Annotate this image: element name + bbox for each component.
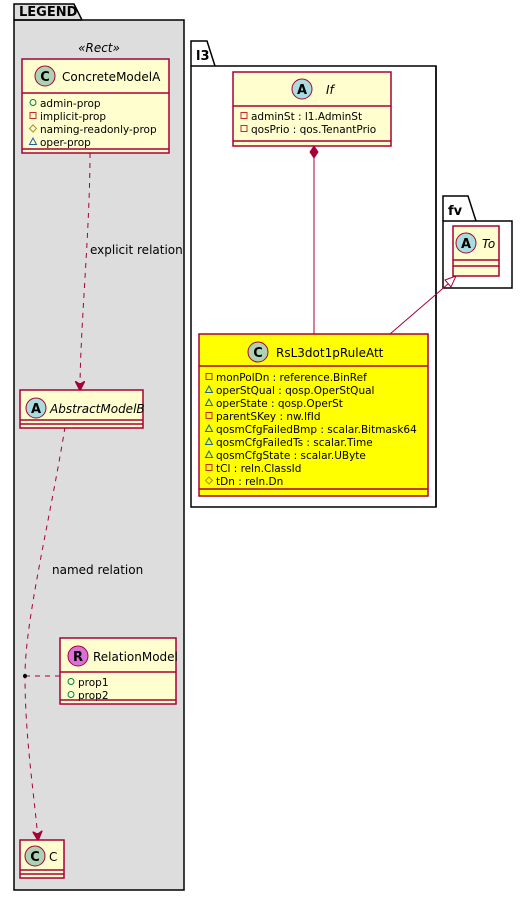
attribute-row: operState : qosp.OperSt [204,397,343,410]
protected-visibility-icon [28,124,38,133]
class-to[interactable]: A To [452,225,500,277]
class-c[interactable]: C C [19,839,65,879]
attribute-text: implicit-prop [40,111,106,123]
attribute-row: oper-prop [28,136,91,149]
private-visibility-icon [205,373,213,380]
explicit-relation-line [80,152,91,390]
named-relation-line [24,426,66,840]
private-visibility-icon [205,412,213,419]
attribute-text: qosmCfgFailedBmp : scalar.Bitmask64 [216,424,417,436]
attribute-text: naming-readonly-prop [40,124,157,136]
attribute-row: naming-readonly-prop [28,124,157,136]
attribute-text: qosmCfgState : scalar.UByte [216,450,366,462]
attribute-row: prop1 [67,677,109,689]
package-legend-name: LEGEND [19,5,78,20]
attribute-text: operState : qosp.OperSt [216,398,343,410]
package-visibility-icon [28,136,38,145]
class-badge-c-icon [24,845,46,867]
attribute-text: admin-prop [40,98,101,110]
private-visibility-icon [29,112,37,119]
attribute-text: oper-prop [40,137,91,149]
package-legend: LEGEND «Rect» [13,3,185,891]
badge-letter: A [31,402,41,417]
package-visibility-icon [204,449,214,458]
attribute-row: tDn : reln.Dn [204,476,283,488]
package-visibility-icon [204,436,214,445]
association-point [23,674,27,678]
class-badge-c-icon [247,341,269,363]
class-badge-r-icon [67,645,89,667]
badge-letter: A [461,237,471,252]
badge-letter: A [297,83,307,98]
class-name: C [49,850,57,864]
private-visibility-icon [205,464,213,471]
class-badge-a-icon [291,78,313,100]
public-visibility-icon [29,99,37,106]
attribute-row: qosmCfgFailedTs : scalar.Time [204,436,373,449]
package-visibility-icon [204,384,214,393]
class-name: ConcreteModelA [62,70,161,84]
class-name: AbstractModelB [49,402,145,416]
class-name: RelationModel [93,650,178,664]
attribute-text: tDn : reln.Dn [216,476,283,488]
composition-diamond-icon [309,145,319,159]
attribute-row: monPolDn : reference.BinRef [205,372,367,384]
attribute-row: parentSKey : nw.IfId [205,411,321,423]
attribute-text: parentSKey : nw.IfId [216,411,321,423]
attribute-row: prop2 [67,690,109,702]
class-attributes: admin-propimplicit-propnaming-readonly-p… [28,98,157,149]
package-visibility-icon [204,423,214,432]
public-visibility-icon [67,678,75,685]
package-legend-stereotype: «Rect» [78,41,120,55]
attribute-row: tCl : reln.ClassId [205,463,301,475]
badge-letter: C [253,346,263,361]
class-rsl3dot1pruleatt[interactable]: C RsL3dot1pRuleAtt monPolDn : reference.… [198,333,429,497]
explicit-relation-label: explicit relation [90,243,183,257]
attribute-text: qosmCfgFailedTs : scalar.Time [216,437,373,449]
attribute-text: adminSt : l1.AdminSt [251,111,362,123]
generalization-arrow-icon [444,275,457,288]
attribute-text: qosPrio : qos.TenantPrio [251,124,376,136]
attribute-row: adminSt : l1.AdminSt [240,111,362,123]
class-name: To [482,237,495,251]
attribute-row: qosmCfgState : scalar.UByte [204,449,366,462]
class-abstract-model-b[interactable]: A AbstractModelB [19,389,145,429]
attribute-text: prop2 [78,690,109,702]
named-relation-label: named relation [52,563,143,577]
protected-visibility-icon [204,476,214,485]
attribute-text: prop1 [78,677,109,689]
attribute-text: monPolDn : reference.BinRef [216,372,367,384]
attribute-row: qosmCfgFailedBmp : scalar.Bitmask64 [204,423,417,436]
package-fv-name: fv [448,204,463,219]
relations: explicit relation named relation [23,145,457,840]
class-badge-a-icon [25,397,47,419]
badge-letter: C [40,70,50,85]
generalization-line [389,283,449,335]
private-visibility-icon [240,125,248,132]
class-badge-a-icon [455,232,477,254]
public-visibility-icon [67,691,75,698]
attribute-row: operStQual : qosp.OperStQual [204,384,374,397]
attribute-row: implicit-prop [29,111,106,123]
class-concrete-model-a[interactable]: C ConcreteModelA admin-propimplicit-prop… [21,58,170,154]
private-visibility-icon [240,112,248,119]
attribute-text: operStQual : qosp.OperStQual [216,385,374,397]
class-badge-c-icon [34,65,56,87]
attribute-text: tCl : reln.ClassId [216,463,301,475]
class-name: RsL3dot1pRuleAtt [276,346,384,360]
package-visibility-icon [204,397,214,406]
package-l3-name: l3 [196,49,210,64]
class-name: If [326,83,336,97]
badge-letter: R [73,650,83,665]
attribute-row: qosPrio : qos.TenantPrio [240,124,376,136]
badge-letter: C [30,850,40,865]
attribute-row: admin-prop [29,98,101,110]
